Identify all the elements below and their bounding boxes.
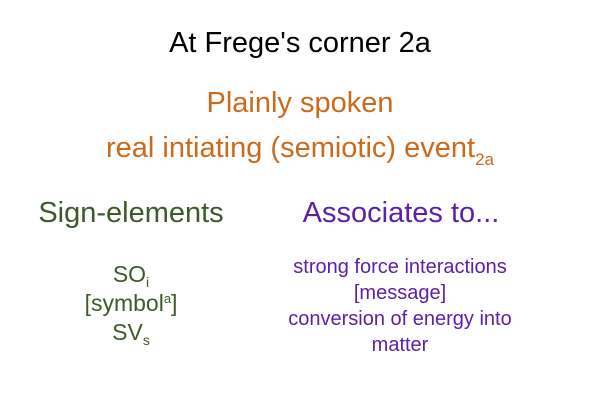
subtitle-line-2-main: real intiating (semiotic) event bbox=[105, 132, 476, 164]
sign-element-so-main: SO bbox=[112, 261, 147, 287]
sign-element-symbol: [symbola] bbox=[0, 289, 262, 318]
sign-element-symbol-superscript: a bbox=[163, 290, 172, 306]
sign-elements-heading: Sign-elements bbox=[38, 197, 224, 229]
sign-element-symbol-suffix: ] bbox=[171, 289, 178, 316]
associate-item: strong force interactions bbox=[293, 256, 507, 278]
sign-element-so-subscript: i bbox=[146, 274, 150, 290]
associates-heading: Associates to... bbox=[302, 197, 500, 229]
associates-list: strong force interactions [message] conv… bbox=[250, 254, 550, 358]
associate-item: matter bbox=[371, 334, 429, 356]
associate-item: [message] bbox=[353, 282, 447, 304]
sign-element-sv-main: SV bbox=[112, 318, 143, 345]
subtitle-line-2: real intiating (semiotic) event2a bbox=[0, 131, 600, 169]
sign-element-symbol-prefix: [symbol bbox=[84, 289, 164, 316]
subtitle-line-2-subscript: 2a bbox=[475, 150, 495, 169]
subtitle-line-1: Plainly spoken bbox=[206, 87, 394, 119]
sign-elements-list: SOi [symbola] SVs bbox=[0, 260, 262, 348]
sign-element-sv-subscript: s bbox=[142, 331, 150, 348]
sign-element-sv: SVs bbox=[0, 318, 262, 348]
slide-title: At Frege's corner 2a bbox=[169, 27, 431, 59]
associate-item: conversion of energy into bbox=[288, 308, 512, 330]
sign-element-so: SOi bbox=[0, 260, 262, 290]
